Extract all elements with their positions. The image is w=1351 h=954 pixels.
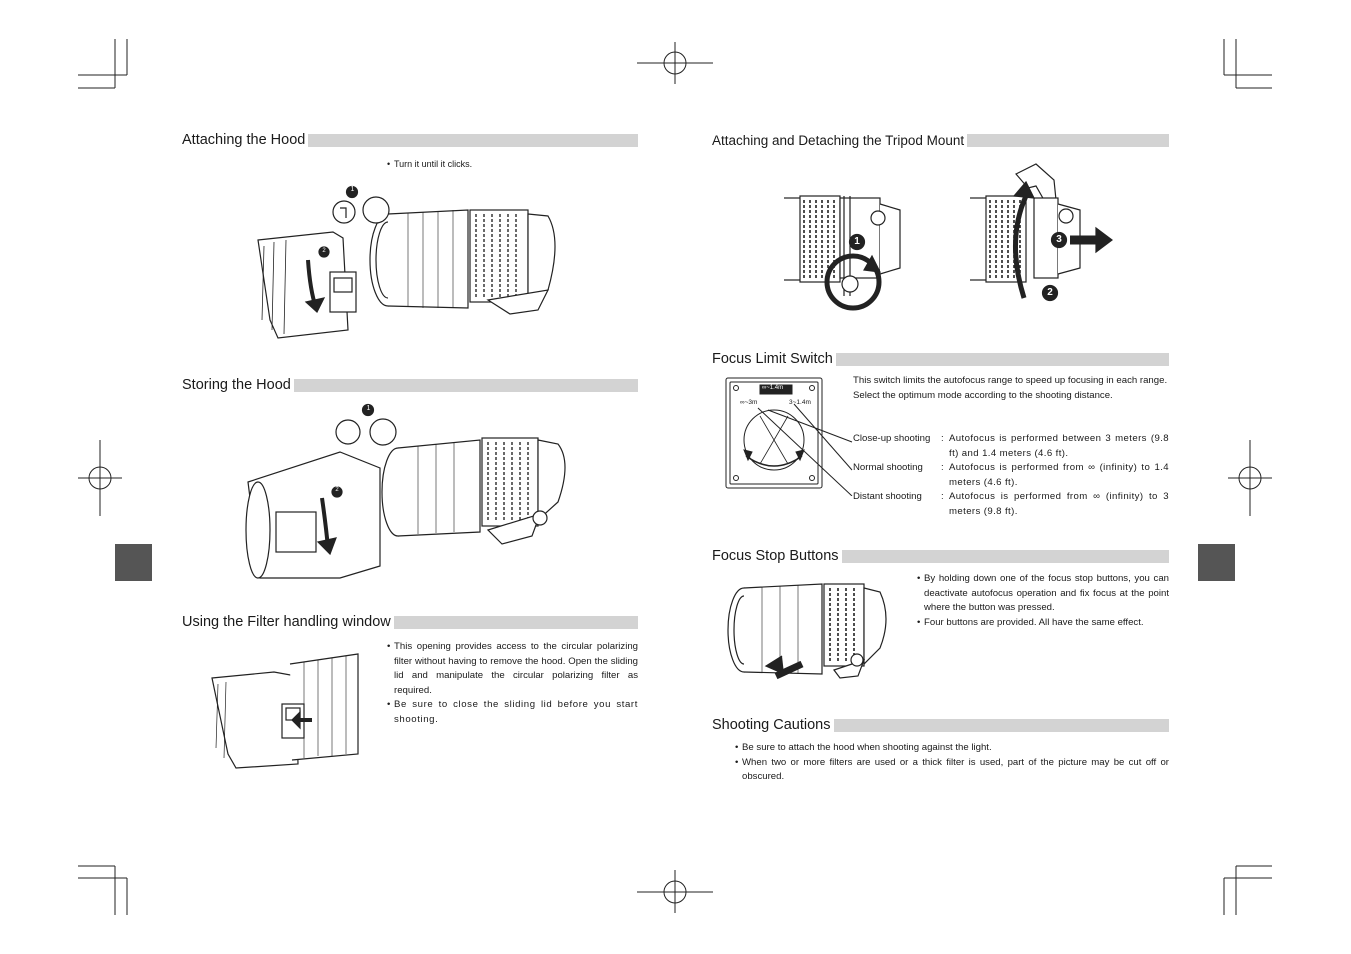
heading-bar xyxy=(293,378,638,392)
caution-bullet: Be sure to attach the hood when shooting… xyxy=(735,741,1169,756)
heading-text: Shooting Cautions xyxy=(712,717,834,733)
heading-text: Focus Limit Switch xyxy=(712,351,836,367)
heading-bar xyxy=(308,133,638,147)
note-text: Turn it until it clicks. xyxy=(394,159,473,169)
cautions-text: Be sure to attach the hood when shooting… xyxy=(735,741,1169,785)
filter-window-illustration xyxy=(211,653,359,769)
heading-storing-hood: Storing the Hood xyxy=(182,377,638,393)
step-marker-3: 3 xyxy=(1056,234,1062,245)
intro-line-2: Select the optimum mode according to the… xyxy=(853,389,1113,401)
heading-bar xyxy=(841,549,1169,563)
mode-label: Normal shooting xyxy=(853,462,923,473)
hood-attach-illustration xyxy=(257,185,556,339)
focus-stop-bullet: Four buttons are provided. All have the … xyxy=(917,616,1169,631)
heading-filter-window: Using the Filter handling window xyxy=(182,614,638,630)
colon: : xyxy=(941,433,944,444)
heading-bar xyxy=(833,718,1169,732)
mode-desc: Autofocus is performed from ∞ (infinity)… xyxy=(949,491,1169,517)
switch-label-left: ∞~3m xyxy=(740,399,758,406)
step-marker-2: 2 xyxy=(322,248,326,254)
heading-text: Focus Stop Buttons xyxy=(712,548,842,564)
switch-label-top: ∞~1.4m xyxy=(762,385,784,391)
focus-stop-bullet: By holding down one of the focus stop bu… xyxy=(917,572,1169,616)
left-page-tab xyxy=(115,544,152,581)
right-page-tab xyxy=(1198,544,1235,581)
focus-stop-illustration xyxy=(727,583,887,680)
focus-mode-row: Distant shooting : Autofocus is performe… xyxy=(853,490,1169,519)
hood-attach-note: Turn it until it clicks. xyxy=(387,157,1351,172)
focus-limit-diagram xyxy=(725,377,853,496)
heading-text: Attaching the Hood xyxy=(182,132,309,148)
heading-focus-stop: Focus Stop Buttons xyxy=(712,548,1169,564)
colon: : xyxy=(941,491,944,502)
heading-text: Using the Filter handling window xyxy=(182,614,394,630)
tripod-mount-illustration xyxy=(784,163,1113,311)
colon: : xyxy=(941,462,944,473)
heading-shooting-cautions: Shooting Cautions xyxy=(712,717,1169,733)
heading-text: Storing the Hood xyxy=(182,377,294,393)
caution-bullet: When two or more filters are used or a t… xyxy=(735,756,1169,785)
heading-bar xyxy=(967,133,1169,147)
hood-store-illustration xyxy=(245,403,566,579)
filter-window-text: This opening provides access to the circ… xyxy=(387,640,638,727)
filter-bullet: Be sure to close the sliding lid before … xyxy=(387,698,638,727)
heading-bar xyxy=(835,352,1169,366)
focus-mode-row: Normal shooting : Autofocus is performed… xyxy=(853,461,1169,490)
heading-tripod-mount: Attaching and Detaching the Tripod Mount xyxy=(712,132,1169,148)
step-marker-2: 2 xyxy=(1047,287,1053,298)
intro-line-1: This switch limits the autofocus range t… xyxy=(853,375,1168,386)
mode-label: Distant shooting xyxy=(853,491,922,502)
step-marker-1: 1 xyxy=(854,236,860,247)
mode-desc: Autofocus is performed from ∞ (infinity)… xyxy=(949,462,1169,488)
mode-desc: Autofocus is performed between 3 meters … xyxy=(949,433,1169,459)
focus-limit-intro: This switch limits the autofocus range t… xyxy=(853,374,1169,403)
step-marker-1: 1 xyxy=(350,186,355,193)
focus-stop-text: By holding down one of the focus stop bu… xyxy=(917,572,1169,630)
step-marker-2: 2 xyxy=(335,487,339,493)
heading-focus-limit: Focus Limit Switch xyxy=(712,351,1169,367)
step-marker-1: 1 xyxy=(366,405,371,412)
switch-label-right: 3~1.4m xyxy=(789,399,811,406)
filter-bullet: This opening provides access to the circ… xyxy=(387,640,638,698)
heading-text: Attaching and Detaching the Tripod Mount xyxy=(712,132,968,148)
focus-mode-row: Close-up shooting : Autofocus is perform… xyxy=(853,432,1169,461)
heading-bar xyxy=(393,615,638,629)
mode-label: Close-up shooting xyxy=(853,433,931,444)
heading-attaching-hood: Attaching the Hood xyxy=(182,132,638,148)
